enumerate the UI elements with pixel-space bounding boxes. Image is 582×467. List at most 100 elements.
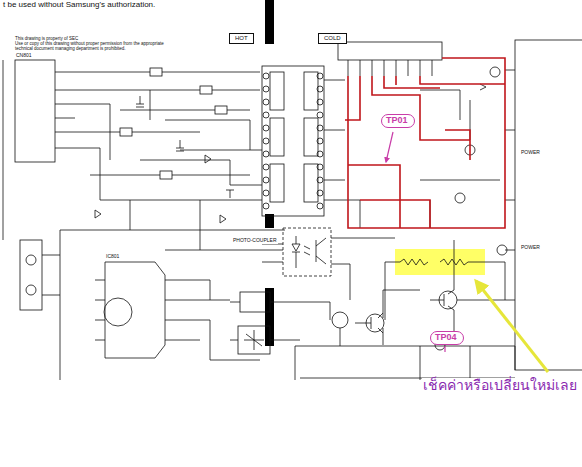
schematic-circle — [332, 312, 348, 328]
schematic-path — [42, 255, 60, 295]
schematic-circle — [497, 245, 507, 255]
schematic-rect — [304, 72, 318, 110]
schematic-rect — [338, 42, 442, 60]
schematic-rect — [262, 66, 324, 216]
leader-arrow — [386, 132, 393, 162]
transformer-pin — [263, 86, 269, 92]
node-text: TP04 — [435, 333, 459, 343]
part-name: PHOTO-COUPLER — [232, 238, 278, 244]
schematic-path — [95, 155, 226, 223]
transformer-pin — [263, 125, 269, 131]
side-label-box: COLD — [318, 33, 347, 44]
schematic-rect — [304, 118, 318, 156]
transformer-pin — [317, 112, 323, 118]
isolation-bar — [265, 0, 274, 346]
transformer-pin — [317, 73, 323, 79]
transformer-pin — [263, 99, 269, 105]
schematic-path — [400, 259, 485, 265]
schematic-rect — [200, 86, 212, 94]
schematic-g — [263, 73, 323, 209]
schematic-path — [324, 80, 360, 228]
schematic-path — [355, 290, 454, 333]
schematic-path — [345, 76, 505, 140]
transformer-pin — [263, 164, 269, 170]
transformer-pin — [263, 151, 269, 157]
transformer-pin — [263, 112, 269, 118]
transformer-pin — [317, 138, 323, 144]
schematic-rect — [120, 128, 132, 136]
schematic-path — [136, 96, 234, 198]
schematic-circle — [104, 298, 132, 326]
schematic-rect — [270, 118, 284, 156]
schematic-circle — [455, 193, 465, 203]
schematic-path — [420, 84, 500, 228]
schematic-rect — [270, 72, 284, 110]
transformer-pin — [263, 203, 269, 209]
schematic-rect — [160, 171, 172, 179]
schematic-path — [292, 236, 300, 268]
schematic-rect — [265, 0, 274, 44]
schematic-rect — [304, 164, 318, 202]
schematic-path — [3, 60, 4, 240]
transformer-pin — [317, 99, 323, 105]
notice-text: t be used without Samsung's authorizatio… — [2, 1, 156, 10]
schematic-path — [60, 200, 285, 380]
schematic-path — [230, 302, 330, 340]
node-text: TP01 — [386, 116, 410, 126]
transformer-pin — [317, 177, 323, 183]
schematic-rect — [150, 68, 162, 76]
transformer-pin — [317, 203, 323, 209]
transformer-pin — [317, 151, 323, 157]
schematic-rect — [515, 40, 582, 370]
schematic-path — [348, 130, 470, 228]
signal-name: POWER — [520, 150, 541, 156]
part-name: IC801 — [105, 254, 120, 260]
transformer-pin — [263, 73, 269, 79]
node-text: HOT — [235, 35, 248, 42]
callout-note: เช็คค่าหรือเปลี่ยนใหม่เลย — [422, 378, 578, 393]
schematic-path — [55, 72, 75, 148]
node-text: COLD — [324, 35, 341, 42]
highlight-wiring — [345, 58, 505, 228]
schematic-rect — [238, 326, 270, 354]
notice-text: technical document managing department i… — [14, 47, 127, 52]
schematic-path — [505, 70, 515, 300]
schematic-rect — [240, 292, 270, 312]
schematic-rect — [265, 288, 274, 346]
schematic-rect — [15, 60, 55, 162]
test-point-tag: TP01 — [381, 114, 415, 128]
schematic-path — [304, 238, 326, 264]
transformer-pin — [317, 164, 323, 170]
transformer-pin — [317, 86, 323, 92]
schematic-circle — [26, 255, 36, 265]
schematic-path — [90, 110, 262, 185]
transformer-pin — [317, 190, 323, 196]
schematic-path — [295, 346, 515, 380]
schematic-rect — [283, 228, 331, 276]
schematic-rect — [215, 106, 227, 114]
leader-line — [444, 346, 445, 352]
transformer-pin — [263, 177, 269, 183]
transformer-pin — [263, 190, 269, 196]
schematic-path — [244, 330, 264, 350]
side-label-box: HOT — [229, 33, 254, 44]
wiring — [3, 40, 582, 380]
signal-name: POWER — [520, 245, 541, 251]
schematic-path — [262, 238, 395, 300]
schematic-rect — [20, 240, 42, 310]
schematic-path — [340, 328, 470, 380]
transformer-pin — [263, 138, 269, 144]
schematic-path — [75, 72, 262, 200]
schematic-path — [105, 262, 165, 358]
schematic-circle — [26, 285, 36, 295]
schematic-rect — [270, 164, 284, 202]
schematic-path — [348, 60, 432, 76]
test-point-tag: TP04 — [430, 331, 464, 345]
schematic-circle — [490, 67, 500, 77]
part-name: CN801 — [15, 53, 33, 59]
transformer-pin — [317, 125, 323, 131]
highlight-area — [395, 249, 485, 275]
callout-arrow — [476, 281, 548, 372]
